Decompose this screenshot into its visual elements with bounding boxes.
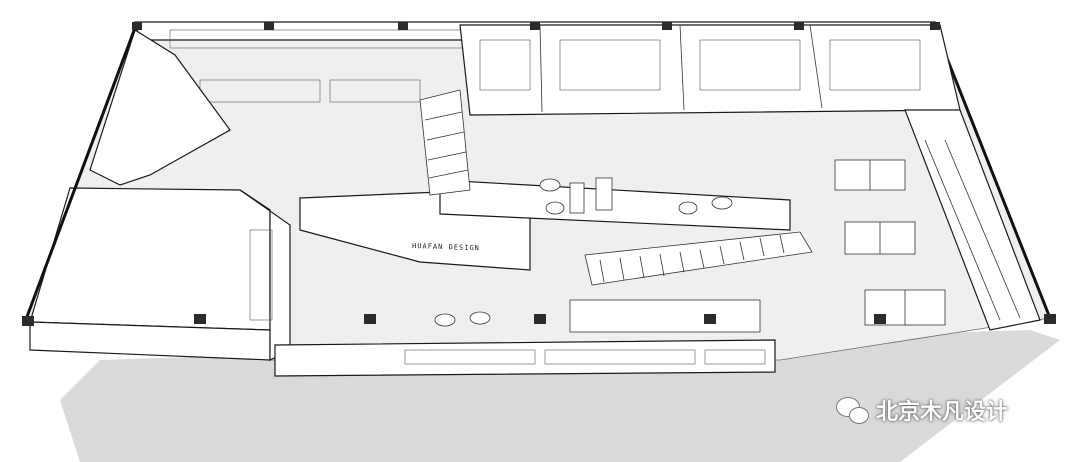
glass-offices — [459, 24, 961, 116]
wechat-icon — [836, 395, 870, 425]
front-counter — [569, 299, 761, 333]
left-upper-wing — [89, 29, 231, 186]
workstations — [834, 159, 946, 326]
upper-staircase — [419, 89, 471, 196]
front-wall — [274, 339, 776, 377]
round-tables — [434, 177, 733, 327]
right-edge — [933, 27, 1052, 319]
front-column-shadows — [340, 376, 740, 440]
right-window-wall — [904, 109, 1041, 331]
column-caps — [22, 22, 1056, 326]
mezzanine-counter — [439, 179, 791, 231]
watermark-text: 北京木凡设计 — [876, 399, 1009, 424]
wall-sign: HUAFAN DESIGN — [412, 242, 480, 252]
left-box-door — [249, 229, 273, 321]
staircase — [584, 231, 813, 286]
left-edge — [23, 27, 137, 323]
watermark: 北京木凡设计 — [836, 394, 1008, 426]
